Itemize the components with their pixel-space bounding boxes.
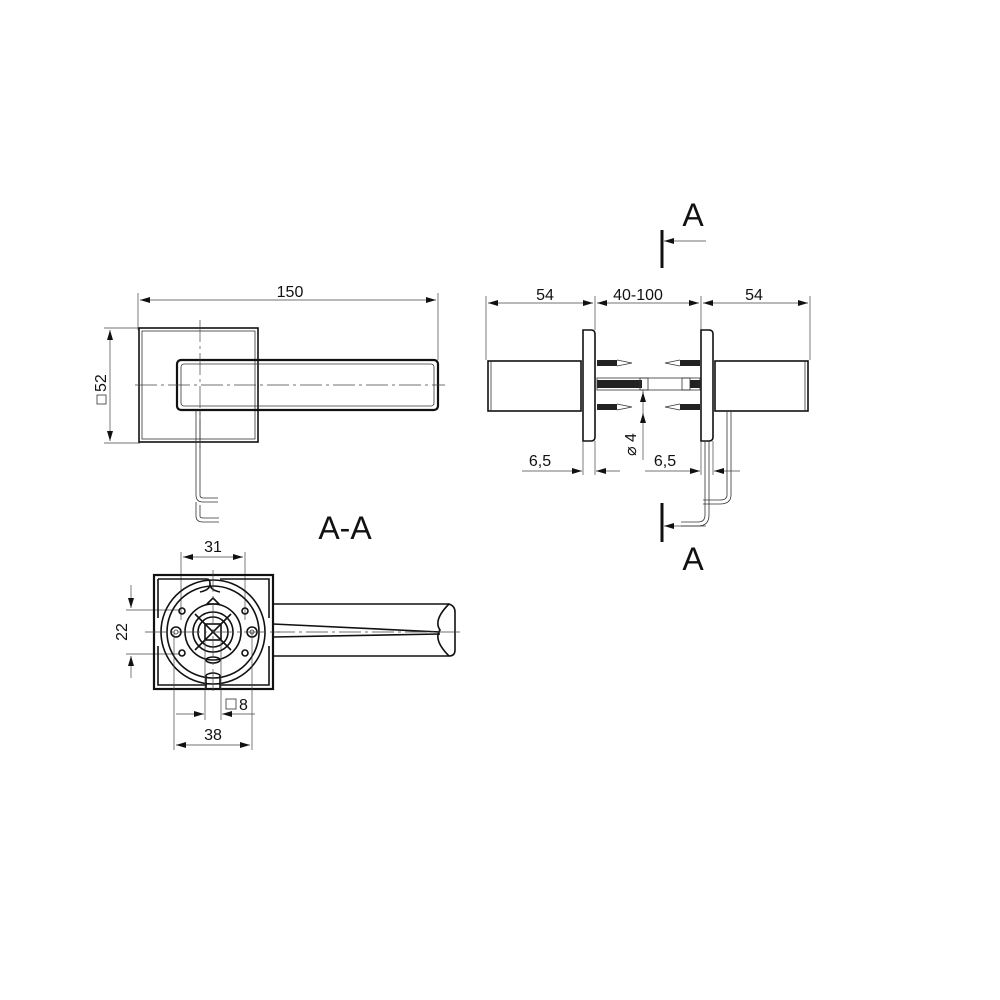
dim-6-5-left-label: 6,5 [529,453,551,470]
dim-22-label: 22 [114,623,131,641]
dimension-pin-diameter: ⌀ 4 [623,390,646,460]
dimension-length-150: 150 [137,284,439,360]
dim-8-label: 8 [239,697,248,714]
screws [597,359,700,411]
dim-54-left-label: 54 [536,287,554,304]
square-symbol-icon [96,394,107,405]
diameter-symbol-icon: ⌀ [623,446,640,456]
section-marker-top: A [660,197,706,268]
dim-4-label: 4 [623,433,640,442]
dim-38-label: 38 [204,727,222,744]
section-marker-bottom: A [660,503,706,577]
dim-150-label: 150 [277,284,304,301]
section-view: A-A 31 22 [114,510,460,750]
section-lever [272,603,460,657]
dimension-spindle-8: 8 [176,640,255,720]
emergency-keys [681,411,732,527]
right-handle [714,360,809,412]
section-title: A-A [318,510,372,546]
left-handle [487,360,582,412]
dimension-22: 22 [114,585,180,678]
left-rose [582,329,596,442]
dim-40-100-label: 40-100 [613,287,663,304]
section-label-top: A [682,197,704,233]
dimension-38: 38 [173,632,253,750]
dimension-rose-right: 6,5 [645,441,740,475]
dim-6-5-right-label: 6,5 [654,453,676,470]
right-rose [700,329,714,442]
dimension-chain-top: 54 40-100 54 [485,287,811,360]
dim-52-label: 52 [93,374,110,392]
emergency-key [195,410,219,523]
dim-31-label: 31 [204,539,222,556]
section-label-bottom: A [682,541,704,577]
square-symbol-icon [225,698,237,710]
dimension-rose-left: 6,5 [522,441,620,475]
connecting-bolt [596,377,701,391]
front-view: 150 52 [93,284,445,523]
dimension-rose-52: 52 [93,327,140,444]
dim-54-right-label: 54 [745,287,763,304]
side-view: A A 54 40-100 54 [485,197,811,577]
